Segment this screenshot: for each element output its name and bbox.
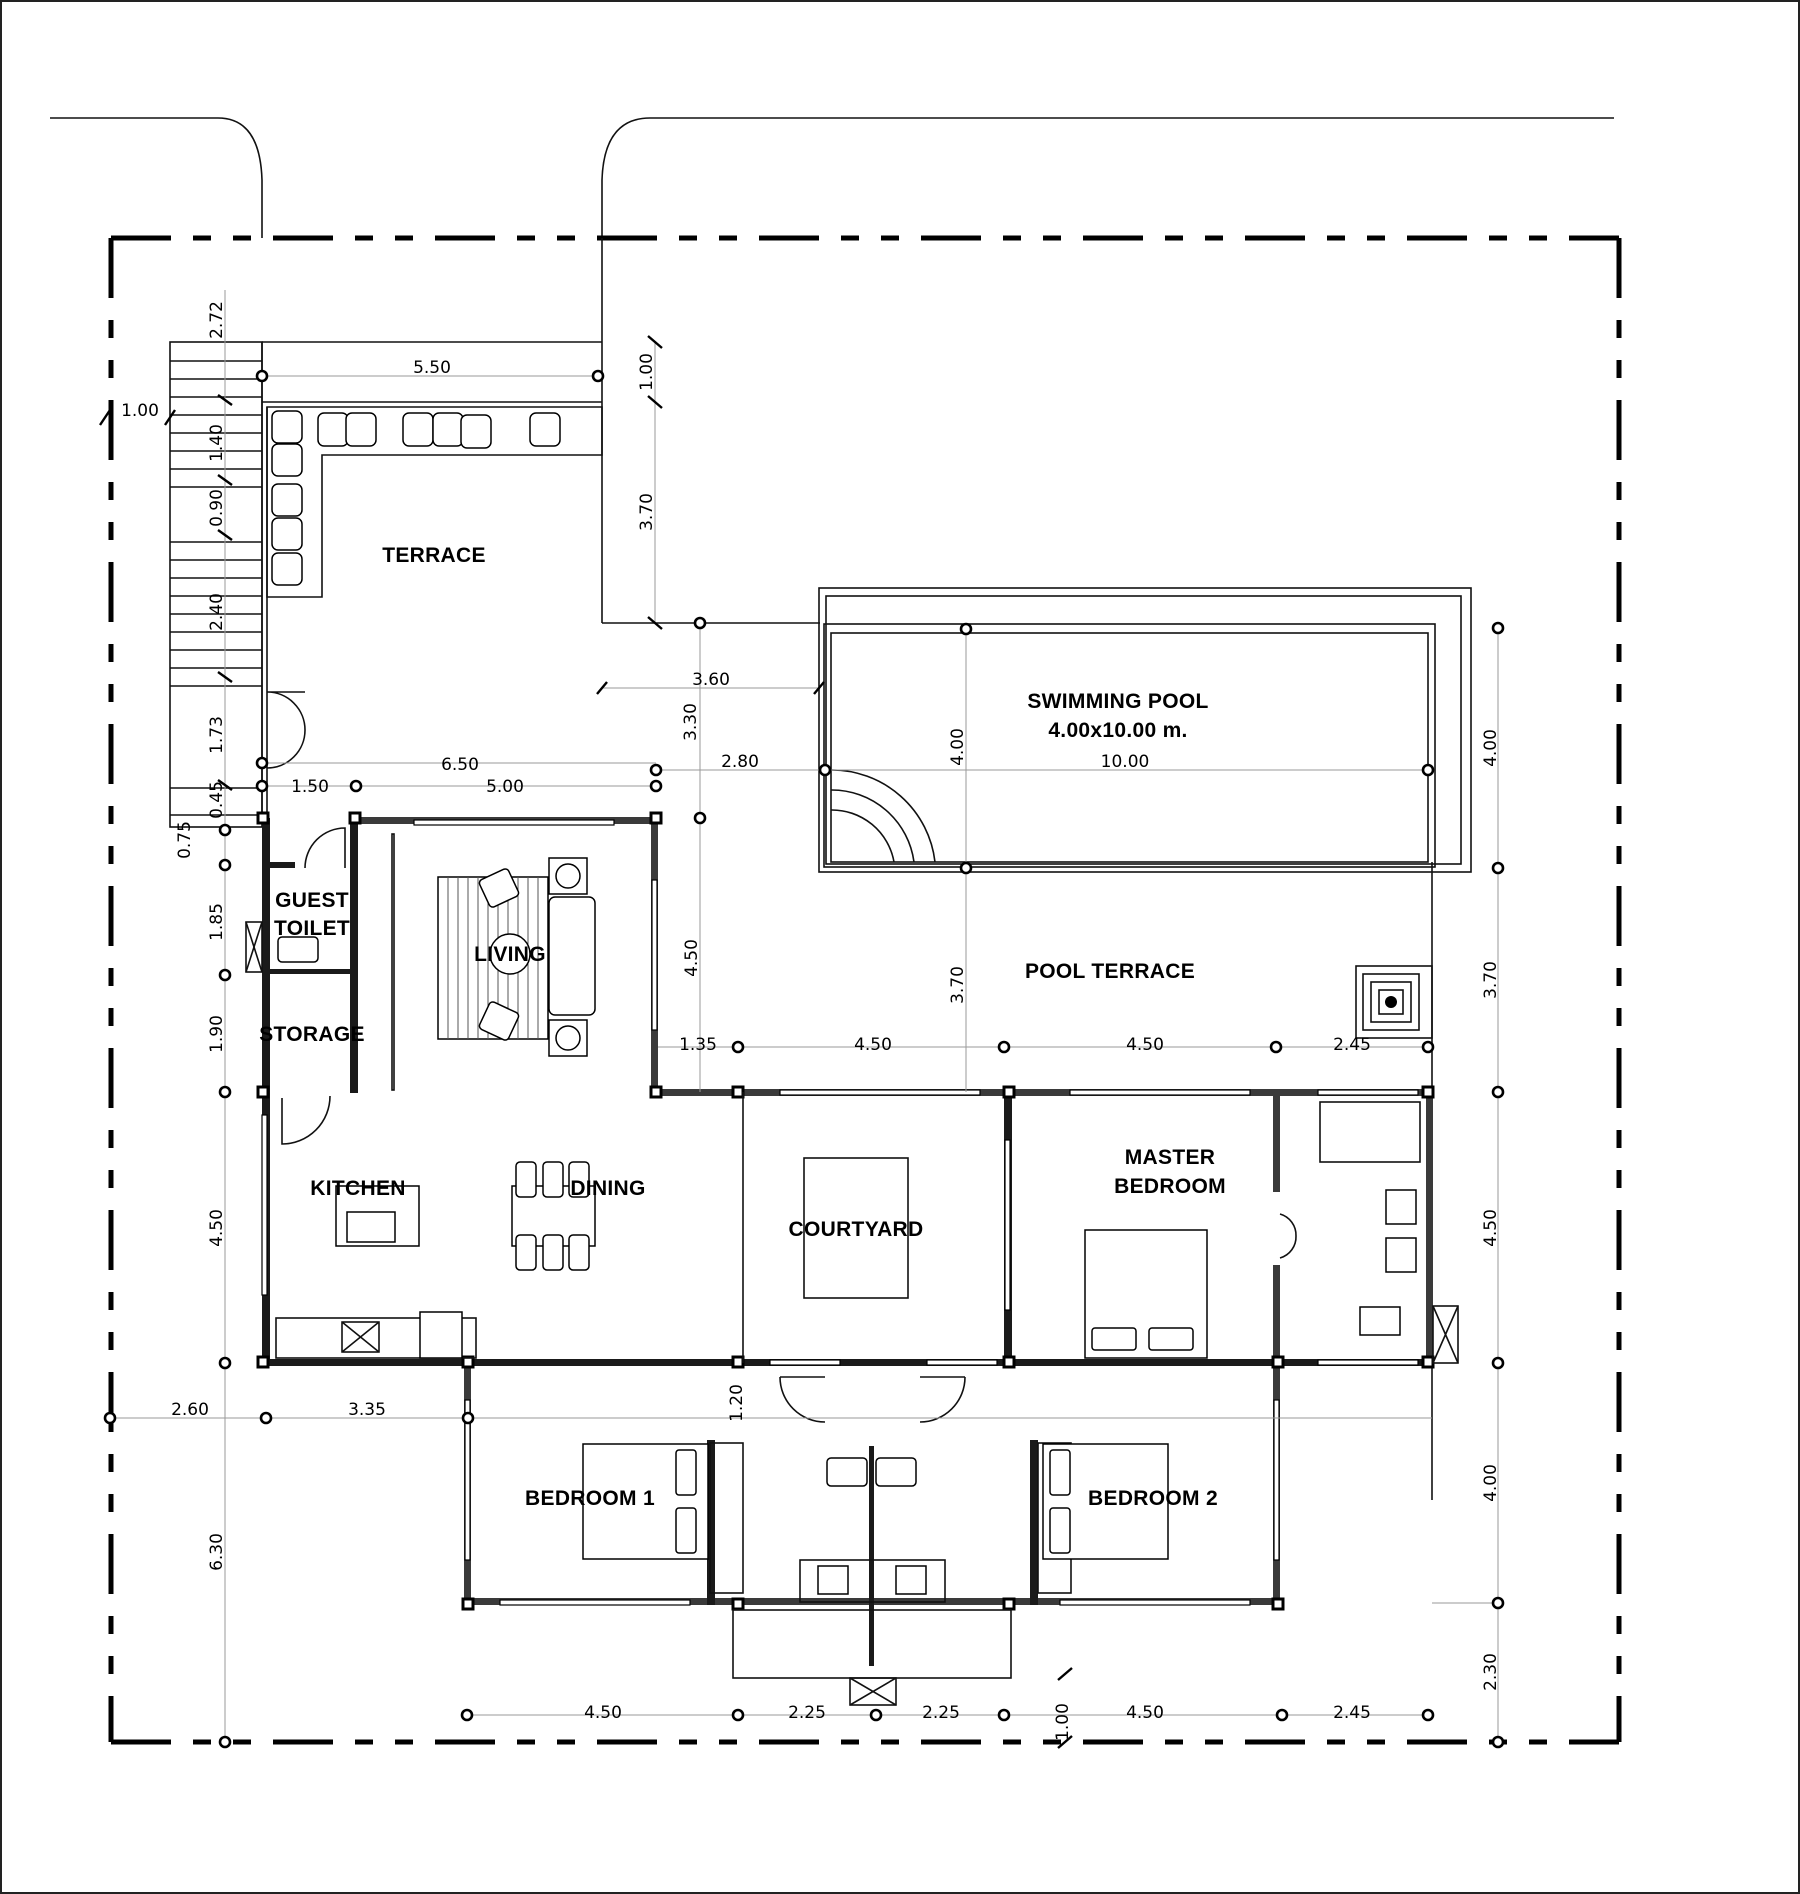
dim-pool-length: 10.00 <box>1101 752 1150 772</box>
dim-south-seg-3: 4.50 <box>1126 1035 1164 1055</box>
dim-west-overall: 6.50 <box>441 755 479 775</box>
bedroom-2: BEDROOM 2 <box>1037 1442 1218 1594</box>
road-edge <box>50 117 1614 238</box>
dim-bottom-bedroom2: 4.50 <box>1126 1703 1164 1723</box>
swimming-pool: SWIMMING POOL 4.00x10.00 m. <box>818 587 1472 873</box>
dim-storage-depth: 1.90 <box>207 1015 227 1053</box>
room-label-guest-toilet-1: GUEST <box>275 889 349 912</box>
dim-bottom-bath-1: 2.25 <box>788 1703 826 1723</box>
shared-bathrooms <box>732 1376 1012 1706</box>
room-label-courtyard: COURTYARD <box>789 1218 924 1241</box>
room-label-kitchen: KITCHEN <box>310 1177 405 1200</box>
pool-terrace-area: POOL TERRACE <box>1025 862 1433 1500</box>
dim-right-master: 4.50 <box>1481 1209 1501 1247</box>
room-label-master-bedroom-2: BEDROOM <box>1114 1175 1226 1198</box>
dim-corridor: 1.20 <box>727 1384 747 1422</box>
dim-stair-seg-3: 2.40 <box>207 593 227 631</box>
dim-stair-seg-4: 1.73 <box>207 716 227 754</box>
guest-toilet: GUEST TOILET <box>245 827 350 973</box>
room-label-guest-toilet-2: TOILET <box>274 917 350 940</box>
dim-right-pool-terrace: 3.70 <box>1481 961 1501 999</box>
room-label-terrace: TERRACE <box>382 544 486 567</box>
dim-living-depth: 4.50 <box>682 939 702 977</box>
storage-room: STORAGE <box>259 1023 365 1145</box>
dim-right-pool: 4.00 <box>1481 729 1501 767</box>
dim-right-bedroom2: 4.00 <box>1481 1464 1501 1502</box>
dim-setback-x: 2.60 <box>171 1400 209 1420</box>
dim-south-seg-1: 1.35 <box>679 1035 717 1055</box>
room-label-bedroom-1: BEDROOM 1 <box>525 1487 655 1510</box>
dimension-lines <box>99 290 1505 1749</box>
room-label-swimming-pool: SWIMMING POOL <box>1027 690 1208 713</box>
room-label-pool-terrace: POOL TERRACE <box>1025 960 1195 983</box>
dim-pool-offset-x: 3.60 <box>692 670 730 690</box>
master-bedroom: MASTER BEDROOM <box>1084 1101 1459 1364</box>
dim-bottom-step: 1.00 <box>1053 1703 1073 1741</box>
dim-pool-terrace-mid: 3.70 <box>948 966 968 1004</box>
dim-south-seg-4: 2.45 <box>1333 1035 1371 1055</box>
room-label-dining: DINING <box>570 1177 645 1200</box>
structural-columns <box>256 811 1435 1611</box>
dim-living-width: 5.00 <box>486 777 524 797</box>
dim-pool-width: 4.00 <box>948 728 968 766</box>
dim-pool-gap: 2.80 <box>721 752 759 772</box>
plot-boundary <box>108 235 1622 1745</box>
dim-bottom-end: 2.45 <box>1333 1703 1371 1723</box>
room-label-bedroom-2: BEDROOM 2 <box>1088 1487 1218 1510</box>
room-label-living: LIVING <box>474 943 546 966</box>
room-label-storage: STORAGE <box>259 1023 365 1046</box>
room-label-master-bedroom-1: MASTER <box>1125 1146 1215 1169</box>
courtyard: COURTYARD <box>742 1092 924 1363</box>
dim-stair-seg-2: 0.90 <box>207 489 227 527</box>
terrace-cushions <box>271 410 561 586</box>
bedroom-1: BEDROOM 1 <box>525 1442 744 1594</box>
living-room: LIVING <box>391 833 596 1091</box>
dim-setback-y: 6.30 <box>207 1533 227 1571</box>
kitchen-dining: KITCHEN DINING <box>275 1161 645 1359</box>
dim-bottom-bath-2: 2.25 <box>922 1703 960 1723</box>
dim-bottom-bedroom1: 4.50 <box>584 1703 622 1723</box>
dim-terrace-depth: 3.70 <box>637 493 657 531</box>
windows <box>261 819 1419 1606</box>
dim-kitchen-offset: 3.35 <box>348 1400 386 1420</box>
pool-size-label: 4.00x10.00 m. <box>1048 719 1187 742</box>
dim-terrace-width: 5.50 <box>413 358 451 378</box>
dim-stair-width: 1.00 <box>121 401 159 421</box>
dim-stair-seg-6: 0.75 <box>175 821 195 859</box>
dim-terrace-bar: 1.00 <box>637 353 657 391</box>
dim-stair-top: 2.72 <box>207 301 227 339</box>
dim-south-seg-2: 4.50 <box>854 1035 892 1055</box>
dim-toilet-depth: 1.85 <box>207 903 227 941</box>
dim-guest-toilet-width: 1.50 <box>291 777 329 797</box>
dim-stair-seg-1: 1.40 <box>207 424 227 462</box>
dimension-labels: 5.50 1.00 3.70 3.60 3.30 2.80 4.00 10.00… <box>121 301 1501 1741</box>
dim-stair-seg-5: 0.45 <box>207 781 227 819</box>
dim-right-setback: 2.30 <box>1481 1653 1501 1691</box>
entry-stair <box>169 341 263 828</box>
terrace-area: TERRACE <box>261 238 820 818</box>
dim-pool-offset-y: 3.30 <box>681 703 701 741</box>
dim-kitchen-depth: 4.50 <box>207 1209 227 1247</box>
